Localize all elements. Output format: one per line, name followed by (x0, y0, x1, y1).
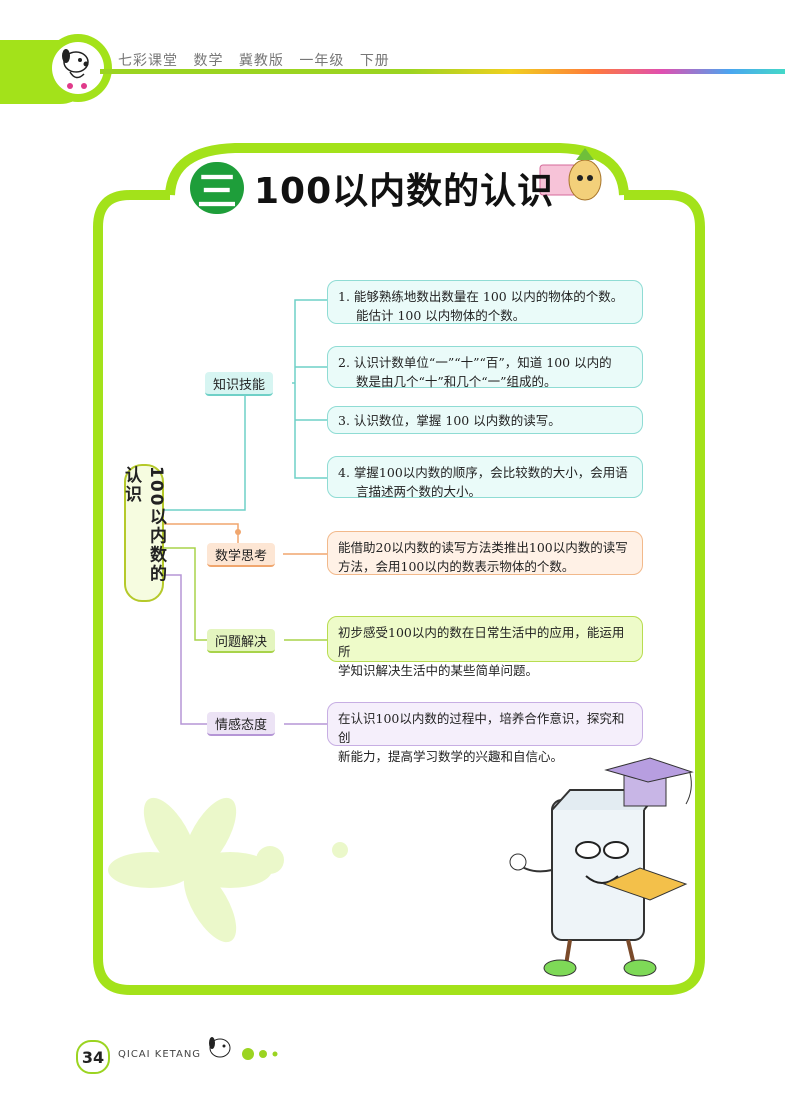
thinking-description: 能借助20以内数的读写方法类推出100以内数的读写 方法，会用100以内的数表示… (327, 531, 643, 575)
page-number: 34 (76, 1040, 110, 1074)
header-grade: 一年级 (299, 53, 345, 69)
header-edition: 冀教版 (238, 53, 284, 69)
item-text-line1: 认识数位，掌握 100 以内数的读写。 (353, 413, 561, 428)
footer-brand: QICAI KETANG (118, 1049, 202, 1060)
pineapple-character-icon (539, 148, 602, 201)
item-text-line1: 能够熟练地数出数量在 100 以内的物体的个数。 (353, 289, 624, 304)
header-bar (0, 34, 785, 104)
footer-dog-icon (209, 1037, 231, 1058)
knowledge-item-3: 3. 认识数位，掌握 100 以内数的读写。 (327, 406, 643, 434)
mindmap-root: 100以内数的认识 (121, 464, 166, 602)
emotion-line1: 在认识100以内数的过程中，培养合作意识，探究和创 (338, 711, 625, 745)
emotion-description: 在认识100以内数的过程中，培养合作意识，探究和创 新能力，提高学习数学的兴趣和… (327, 702, 643, 764)
category-math-thinking: 数学思考 (207, 543, 276, 567)
header-subject: 数学 (193, 53, 224, 69)
emotion-line2: 新能力，提高学习数学的兴趣和自信心。 (338, 749, 564, 764)
item-text-line1: 认识计数单位“一”“十”“百”，知道 100 以内的 (353, 355, 612, 370)
category-problem-solving: 问题解决 (207, 629, 276, 653)
item-text-line2: 言描述两个数的大小。 (356, 484, 482, 499)
chapter-title-text: 100以内数的认识 (254, 171, 555, 212)
problem-line2: 学知识解决生活中的某些简单问题。 (338, 663, 539, 678)
item-text-line2: 能估计 100 以内物体的个数。 (356, 308, 526, 323)
thinking-line1: 能借助20以内数的读写方法类推出100以内数的读写 (338, 540, 628, 555)
category-knowledge-skills: 知识技能 (205, 372, 274, 396)
header-volume: 下册 (359, 53, 390, 69)
thinking-line2: 方法，会用100以内的数表示物体的个数。 (338, 559, 575, 574)
category-emotion-attitude: 情感态度 (207, 712, 276, 736)
book-mascot-icon (509, 757, 694, 977)
problem-description: 初步感受100以内的数在日常生活中的应用，能运用所 学知识解决生活中的某些简单问… (327, 616, 643, 678)
item-number: 1. (338, 289, 350, 304)
chapter-title: 三 100以内数的认识 (190, 158, 554, 218)
item-text-line1: 掌握100以内数的顺序，会比较数的大小，会用语 (353, 465, 628, 480)
item-number: 4. (338, 465, 350, 480)
dog-mascot-icon (62, 49, 89, 89)
knowledge-item-4: 4. 掌握100以内数的顺序，会比较数的大小，会用语 言描述两个数的大小。 (327, 456, 643, 499)
flower-decoration-icon (108, 797, 348, 943)
knowledge-item-1: 1. 能够熟练地数出数量在 100 以内的物体的个数。 能估计 100 以内物体… (327, 280, 643, 324)
header-series: 七彩课堂 (118, 53, 178, 69)
mindmap-root-label: 100以内数的认识 (121, 466, 166, 584)
problem-line1: 初步感受100以内的数在日常生活中的应用，能运用所 (338, 625, 625, 659)
item-number: 3. (338, 413, 350, 428)
item-text-line2: 数是由几个“十”和几个“一”组成的。 (356, 374, 557, 389)
item-number: 2. (338, 355, 350, 370)
knowledge-item-2: 2. 认识计数单位“一”“十”“百”，知道 100 以内的 数是由几个“十”和几… (327, 346, 643, 389)
chapter-number: 三 (190, 162, 244, 215)
header-breadcrumb: 七彩课堂 数学 冀教版 一年级 下册 (118, 50, 400, 70)
